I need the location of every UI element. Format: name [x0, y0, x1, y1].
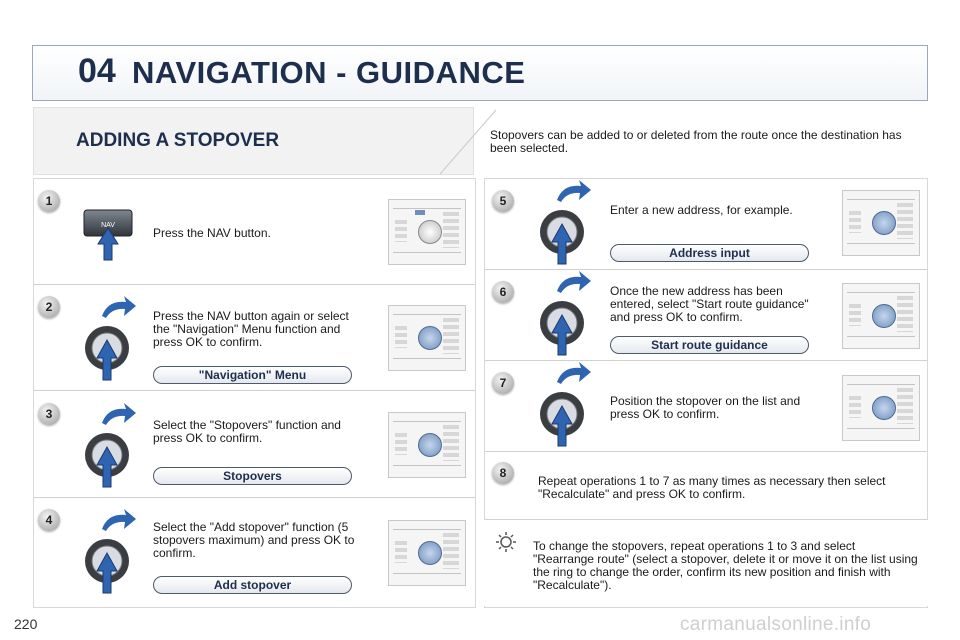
intro-box [33, 107, 474, 175]
navigation-menu-label: "Navigation" Menu [153, 366, 352, 384]
step-1-text: Press the NAV button. [153, 226, 271, 240]
rotary-knob-icon [85, 403, 136, 488]
console-thumbnail-6 [842, 283, 920, 349]
console-thumbnail-7 [842, 375, 920, 441]
nav-button-icon: NAV [83, 209, 133, 261]
step-5-row [485, 179, 927, 270]
console-thumbnail-3 [388, 412, 466, 478]
step-number-3: 3 [38, 403, 60, 425]
watermark: carmanualsonline.info [680, 614, 872, 635]
step-number-1: 1 [38, 190, 60, 212]
rotary-knob-icon [540, 180, 591, 265]
step-number-2: 2 [38, 296, 60, 318]
add-stopover-label: Add stopover [153, 576, 352, 594]
step-number-8: 8 [492, 462, 514, 484]
step-number-5: 5 [492, 190, 514, 212]
step-3-row [34, 392, 475, 498]
step-1-row [34, 179, 475, 285]
console-thumbnail-2 [388, 305, 466, 371]
step-5-text: Enter a new address, for example. [610, 203, 793, 217]
console-thumbnail-1 [388, 199, 466, 265]
console-thumbnail-4 [388, 520, 466, 586]
rotary-knob-icon [85, 509, 136, 594]
step-number-6: 6 [492, 281, 514, 303]
step-number-4: 4 [38, 509, 60, 531]
address-input-label: Address input [610, 244, 809, 262]
step-8-text: Repeat operations 1 to 7 as many times a… [538, 474, 886, 501]
step-2-row [34, 285, 475, 391]
corner-fold-decoration [440, 109, 497, 175]
step-6-text: Once the new address has been entered, s… [610, 284, 809, 324]
step-3-text: Select the "Stopovers" function and pres… [153, 418, 341, 445]
tip-text: To change the stopovers, repeat operatio… [533, 539, 918, 592]
rotary-knob-icon [540, 271, 591, 356]
page-title: NAVIGATION - GUIDANCE [132, 55, 526, 90]
step-6-row [485, 270, 927, 361]
tip-box [484, 520, 928, 606]
chapter-number: 04 [78, 52, 116, 90]
step-number-7: 7 [492, 372, 514, 394]
rotary-knob-icon [540, 362, 591, 447]
header-bar [32, 45, 928, 101]
rotary-knob-icon [85, 296, 136, 381]
console-thumbnail-5 [842, 190, 920, 256]
section-title: ADDING A STOPOVER [76, 130, 280, 151]
step-4-text: Select the "Add stopover" function (5 st… [153, 520, 355, 560]
sun-tip-icon [496, 532, 516, 552]
step-2-text: Press the NAV button again or select the… [153, 309, 349, 349]
start-route-guidance-label: Start route guidance [610, 336, 809, 354]
step-7-row [485, 361, 927, 452]
page-number: 220 [14, 616, 38, 632]
step-8-row [485, 452, 927, 520]
nav-button-text: NAV [101, 222, 115, 229]
step-7-text: Position the stopover on the list and pr… [610, 394, 801, 421]
stopovers-label: Stopovers [153, 467, 352, 485]
intro-text: Stopovers can be added to or deleted fro… [490, 128, 902, 155]
